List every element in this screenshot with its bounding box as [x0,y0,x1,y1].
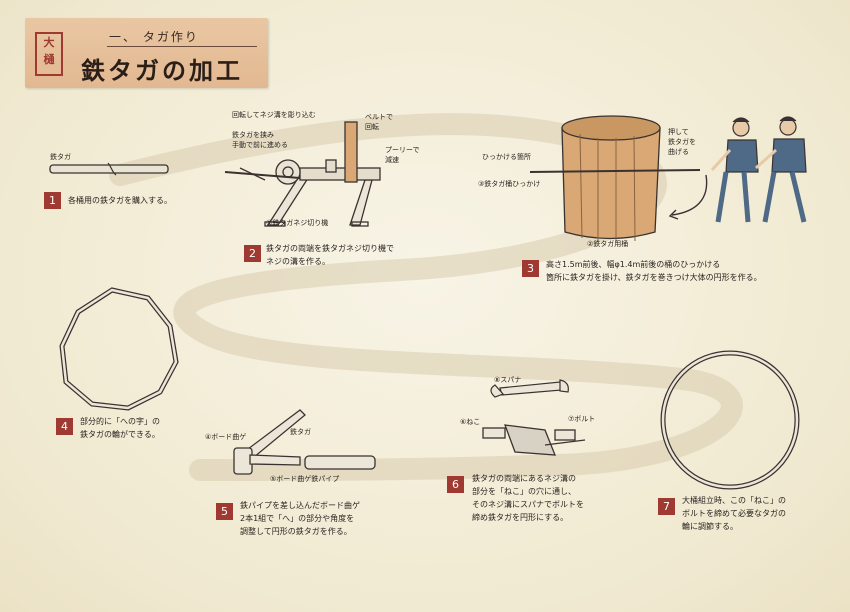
thread-cutting-machine [224,121,381,227]
label-hook-tool: ③鉄タガ桶ひっかけ [478,180,541,188]
label-hoop-1: 鉄タガ [50,153,71,161]
label-pinch-2: 手動で前に進める [232,141,288,149]
step-3-text-line2: 箇所に鉄タガを掛け、鉄タガを巻きつけ大体の円形を作る。 [546,273,762,282]
workers [710,116,807,223]
label-push-1: 押して [668,128,689,136]
label-pulley-1: プーリーで [385,146,420,154]
step-2-text-line1: 鉄タガの両端を鉄タガネジ切り機で [266,244,394,253]
label-neko: ⑥ねこ [460,418,481,426]
label-belt-rotate-2: 回転 [365,123,379,131]
label-rotate-groove: 回転してネジ溝を彫り込む [232,111,316,119]
straight-hoop-bar [49,162,169,176]
label-pipe: ⑤ボード曲ゲ鉄パイプ [270,475,340,483]
label-bolt: ⑦ボルト [568,415,596,423]
step-5-text-line2: 2本1組で「へ」の部分や角度を [240,514,355,523]
step-4-text-line2: 鉄タガの輪ができる。 [80,430,160,439]
label-tub: ②鉄タガ用桶 [587,240,629,248]
label-belt-rotate-1: ベルトで [365,113,393,121]
label-machine: ①鉄タガネジ切り機 [266,219,329,227]
step-2-text-line2: ネジの溝を作る。 [266,257,330,266]
label-board-bender: ④ボード曲ゲ [205,433,247,441]
hoop-tub [529,115,708,243]
step-5-text-line3: 調整して円形の鉄タガを作る。 [240,527,352,536]
page-title: 鉄タガの加工 [81,56,243,85]
step-7-number: 7 [658,498,675,515]
label-spanner: ⑧スパナ [494,376,522,384]
step-6-text-line1: 鉄タガの両端にあるネジ溝の [472,474,576,483]
spanner-tool [490,379,569,398]
finished-hoop-ring [660,350,800,490]
step-7-text-line1: 大桶組立時、この「ねこ」の [682,496,786,505]
label-hook-point: ひっかける箇所 [482,153,531,161]
label-hoop-5: 鉄タガ [290,428,311,436]
volume-badge: 大樋 [35,32,63,76]
step-7-text-line2: ボルトを締めて必要なタガの [682,509,786,518]
step-3-number: 3 [522,260,539,277]
rough-hoop-ring [59,287,179,411]
step-1-number: 1 [44,192,61,209]
label-pulley-2: 減速 [385,156,399,164]
step-6-text-line4: 締め鉄タガを円形にする。 [472,513,569,522]
step-2-number: 2 [244,245,261,262]
title-rule [107,46,257,47]
step-1-text: 各桶用の鉄タガを購入する。 [68,196,172,205]
label-push-2: 鉄タガを [668,138,696,146]
neko-coupler [482,424,586,456]
board-bender-tool [233,409,376,475]
step-7-text-line3: 輪に調節する。 [682,522,738,531]
section-label: 一、 タガ作り [109,30,199,44]
step-4-number: 4 [56,418,73,435]
step-6-text-line3: そのネジ溝にスパナでボルトを [472,500,584,509]
step-5-text-line1: 鉄パイプを差し込んだボード曲ゲ [240,501,360,510]
step-4-text-line1: 部分的に「への字」の [80,417,160,426]
step-3-text-line1: 高さ1.5m前後、幅φ1.4m前後の桶のひっかける [546,260,721,269]
step-6-text-line2: 部分を「ねこ」の穴に通し、 [472,487,576,496]
step-6-number: 6 [447,476,464,493]
step-5-number: 5 [216,503,233,520]
label-push-3: 曲げる [668,148,689,156]
title-panel: 大樋 一、 タガ作り 鉄タガの加工 [25,18,268,88]
label-pinch-1: 鉄タガを挟み [232,131,274,139]
